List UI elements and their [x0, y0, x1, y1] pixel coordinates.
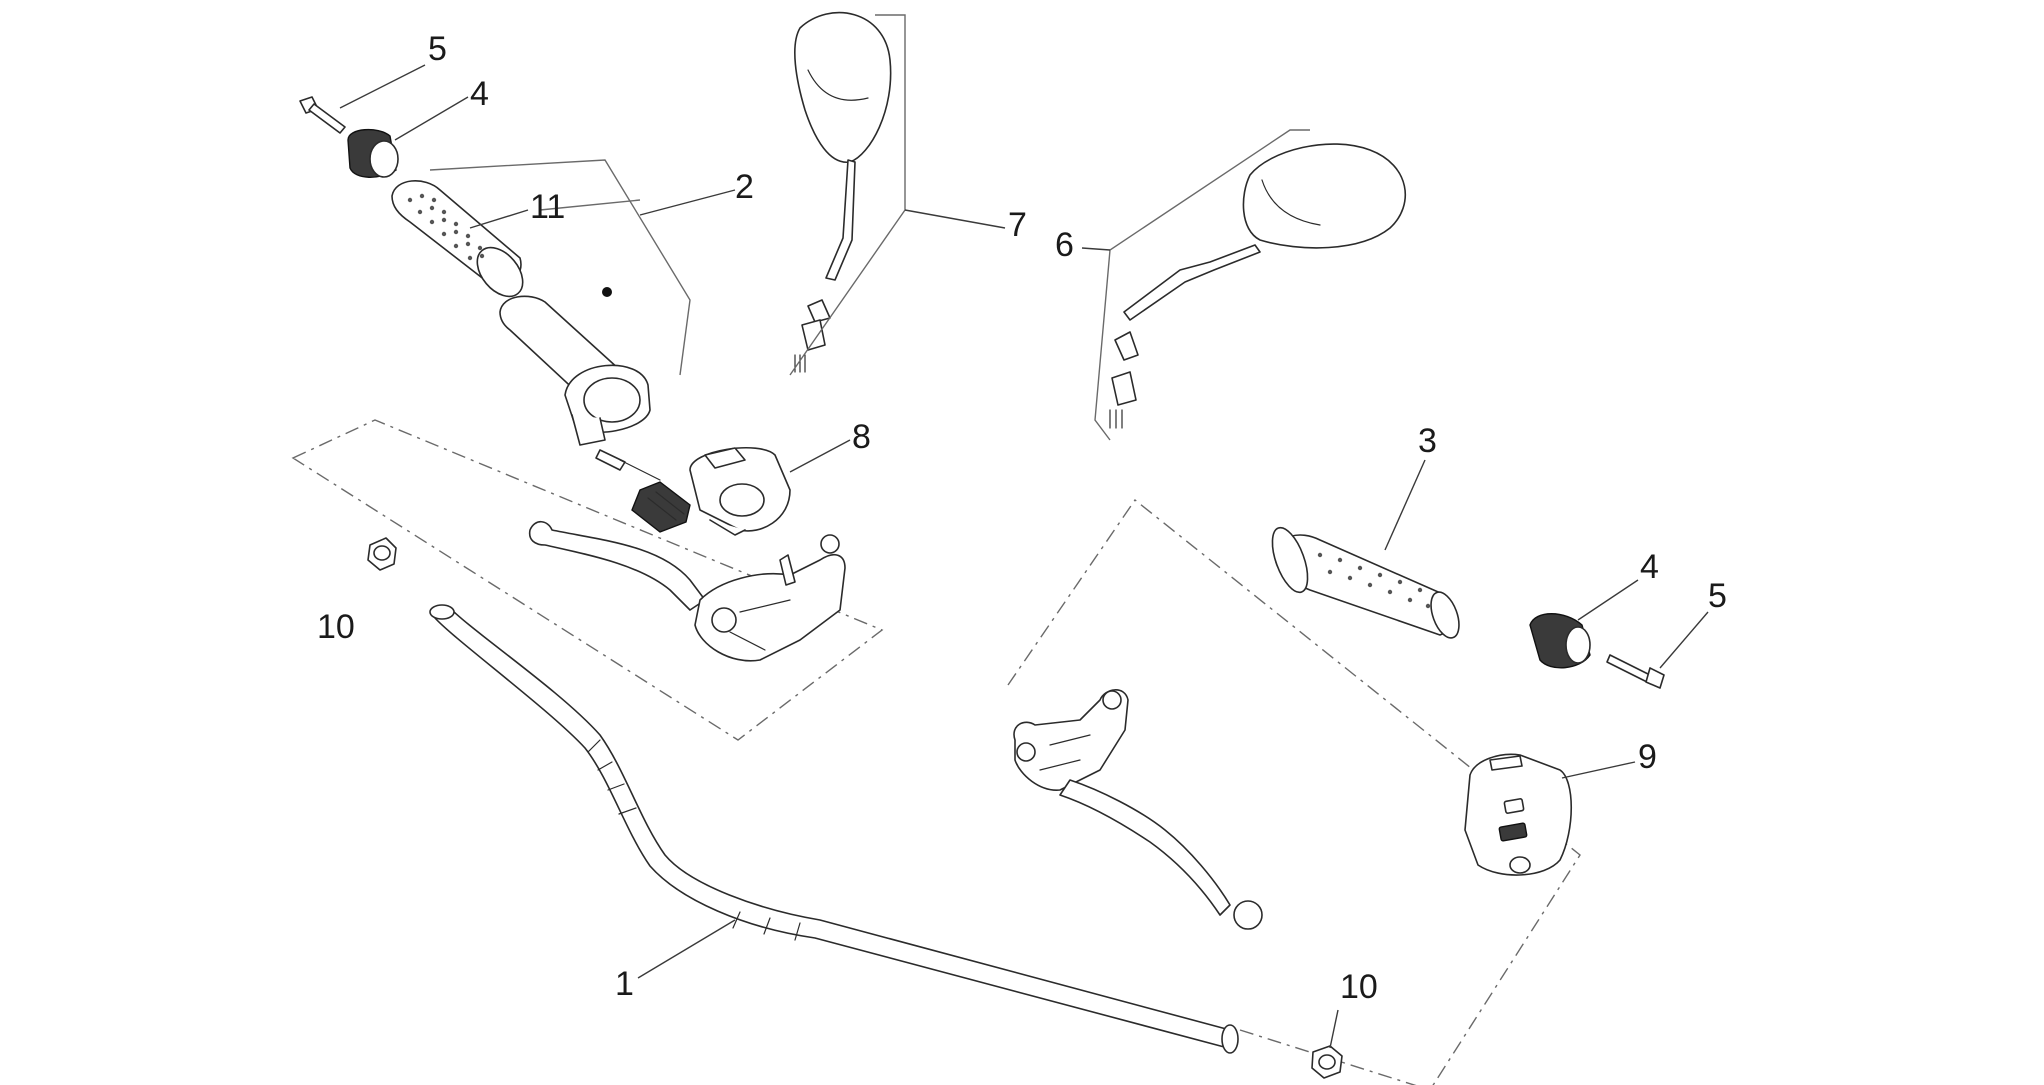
throttle-assembly [499, 287, 661, 481]
callout-10-right: 10 [1340, 968, 1378, 1006]
callout-4-right: 4 [1640, 548, 1659, 586]
left-lever-assembly-boundary [291, 419, 884, 741]
callout-6: 6 [1055, 226, 1074, 264]
callout-11: 11 [530, 188, 565, 226]
bar-fastener-right [1311, 1045, 1343, 1079]
bar-end-bolt-right [1606, 654, 1665, 689]
callout-9: 9 [1638, 738, 1657, 776]
bar-end-bolt-left [299, 96, 346, 134]
callout-leaders [339, 64, 1709, 1049]
right-brake-lever [1013, 689, 1263, 930]
callout-3: 3 [1418, 422, 1437, 460]
group-bracket-2 [429, 159, 691, 376]
callout-labels: 5 4 11 2 7 6 8 3 4 5 10 9 1 10 [317, 30, 1727, 1006]
bar-fastener-left [367, 537, 397, 571]
left-switch-block [689, 447, 791, 536]
throttle-connector [631, 481, 691, 533]
bar-end-weight-right [1529, 613, 1591, 669]
callout-10-left: 10 [317, 608, 355, 646]
callout-7: 7 [1008, 206, 1027, 244]
left-clutch-lever [528, 520, 846, 662]
callout-8: 8 [852, 418, 871, 456]
group-bracket-7 [789, 14, 906, 376]
callout-4-left: 4 [470, 75, 489, 113]
left-mirror [794, 11, 892, 373]
left-grip [391, 180, 524, 298]
callout-5-left: 5 [428, 30, 447, 68]
callout-2: 2 [735, 168, 754, 206]
right-switch-block [1464, 753, 1572, 876]
bar-end-weight-left [347, 129, 399, 178]
right-grip [1271, 526, 1460, 639]
handlebar [429, 604, 1239, 1054]
right-mirror [1109, 143, 1406, 429]
callout-1: 1 [615, 965, 634, 1003]
callout-5-right: 5 [1708, 577, 1727, 615]
